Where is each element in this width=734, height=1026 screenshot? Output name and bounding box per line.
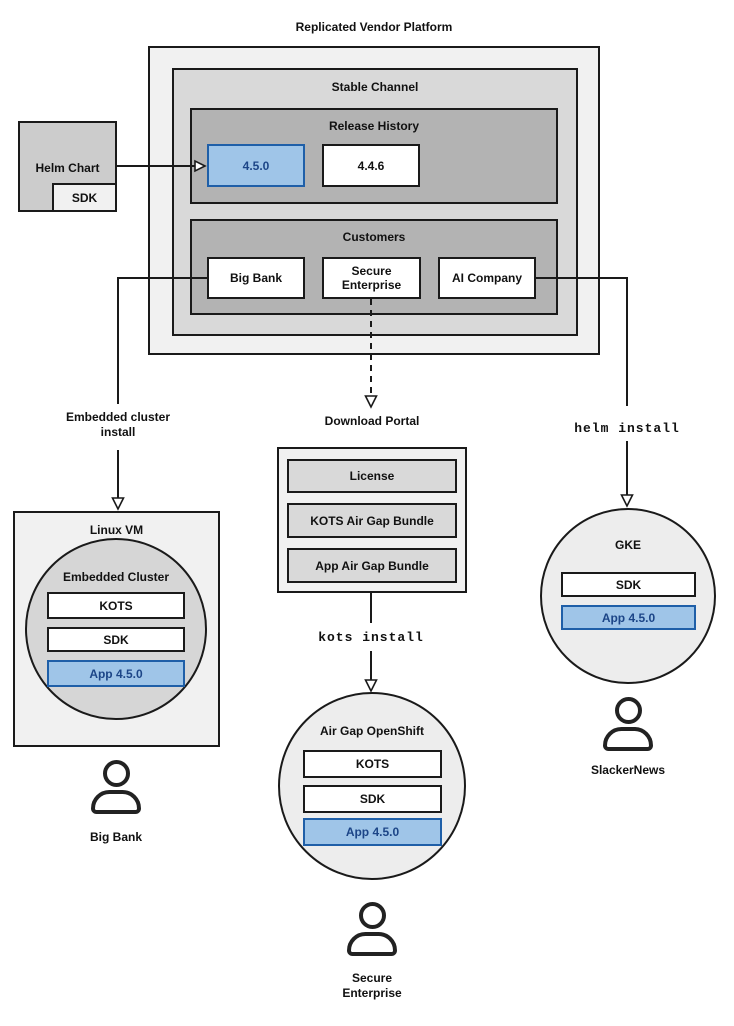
big-bank-user-icon [88, 760, 144, 814]
portal-item-kots-airgap-bundle: KOTS Air Gap Bundle [287, 503, 457, 538]
download-portal-label: Download Portal [324, 414, 420, 428]
secure-enterprise-user-label: Secure Enterprise [342, 971, 402, 1000]
embedded-cluster-label: Embedded Cluster [62, 570, 170, 584]
arrowhead-into-portal [364, 395, 378, 409]
airgap-openshift-label: Air Gap OpenShift [319, 724, 424, 738]
linux-vm-label: Linux VM [89, 523, 144, 537]
portal-item-license: License [287, 459, 457, 493]
helm-chart-label: Helm Chart [35, 161, 100, 175]
user-head-icon [358, 902, 386, 929]
arrowhead-into-openshift [364, 679, 378, 693]
customers-label: Customers [342, 230, 406, 244]
user-body-icon [603, 727, 653, 751]
portal-item-app-airgap-bundle: App Air Gap Bundle [287, 548, 457, 583]
secure-enterprise-user-icon [344, 902, 400, 956]
linux-vm-sdk: SDK [47, 627, 185, 652]
edge-label-embedded-cluster-install: Embedded cluster install [65, 410, 171, 439]
gke-sdk: SDK [561, 572, 696, 597]
gke-app: App 4.5.0 [561, 605, 696, 630]
slackernews-user-icon [600, 697, 656, 751]
gke-label: GKE [614, 538, 641, 552]
helm-sdk-box: SDK [52, 183, 117, 212]
edge-label-helm-install: helm install [574, 421, 680, 436]
edge-label-kots-install: kots install [318, 630, 424, 645]
arrowhead-into-linux-vm [111, 497, 125, 511]
customer-big-bank: Big Bank [207, 257, 305, 299]
customer-ai-company: AI Company [438, 257, 536, 299]
user-body-icon [91, 790, 141, 814]
openshift-sdk: SDK [303, 785, 442, 813]
diagram-title: Replicated Vendor Platform [295, 20, 453, 34]
customer-secure-enterprise: Secure Enterprise [322, 257, 421, 299]
slackernews-user-label: SlackerNews [590, 763, 666, 777]
user-body-icon [347, 932, 397, 956]
big-bank-user-label: Big Bank [89, 830, 142, 844]
release-history-label: Release History [328, 119, 420, 133]
openshift-app: App 4.5.0 [303, 818, 442, 846]
release-4-4-6: 4.4.6 [322, 144, 420, 187]
user-head-icon [614, 697, 642, 724]
stable-channel-label: Stable Channel [331, 80, 419, 94]
linux-vm-kots: KOTS [47, 592, 185, 619]
user-head-icon [102, 760, 130, 787]
linux-vm-app: App 4.5.0 [47, 660, 185, 687]
release-4-5-0: 4.5.0 [207, 144, 305, 187]
openshift-kots: KOTS [303, 750, 442, 778]
arrowhead-into-gke [620, 494, 634, 508]
